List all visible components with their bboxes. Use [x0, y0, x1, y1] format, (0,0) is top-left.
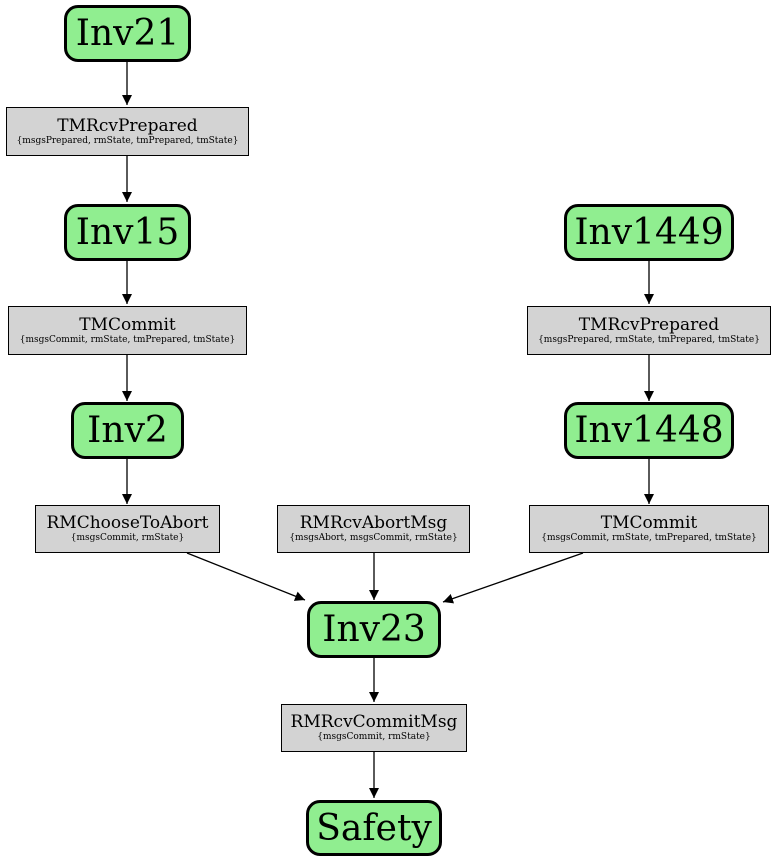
action-node-tmrcvprepared-left: TMRcvPrepared {msgsPrepared, rmState, tm…	[6, 107, 249, 156]
invariant-node-inv23: Inv23	[307, 601, 441, 658]
invariant-node-safety: Safety	[306, 800, 442, 856]
invariant-node-inv1449: Inv1449	[564, 204, 734, 261]
action-name: TMCommit	[79, 314, 176, 335]
edge-tmcommit-to-inv23	[442, 552, 584, 604]
action-vars: {msgsPrepared, rmState, tmPrepared, tmSt…	[16, 135, 239, 146]
action-vars: {msgsCommit, rmState, tmPrepared, tmStat…	[19, 334, 236, 345]
action-name: TMCommit	[600, 513, 698, 533]
action-node-tmrcvprepared-right: TMRcvPrepared {msgsPrepared, rmState, tm…	[527, 306, 771, 355]
edge-rmchoosetoabort-to-inv23	[186, 552, 306, 601]
invariant-node-inv15: Inv15	[64, 204, 191, 261]
action-name: RMRcvCommitMsg	[290, 712, 458, 732]
action-vars: {msgsPrepared, rmState, tmPrepared, tmSt…	[538, 334, 760, 345]
action-name: RMChooseToAbort	[46, 513, 209, 533]
action-node-rmrcvabortmsg: RMRcvAbortMsg {msgsAbort, msgsCommit, rm…	[277, 505, 470, 553]
action-node-rmchoosetoabort: RMChooseToAbort {msgsCommit, rmState}	[35, 505, 220, 553]
invariant-node-inv1448: Inv1448	[564, 402, 734, 459]
action-vars: {msgsCommit, rmState, tmPrepared, tmStat…	[541, 533, 757, 543]
action-node-tmcommit-left: TMCommit {msgsCommit, rmState, tmPrepare…	[8, 306, 247, 355]
action-vars: {msgsCommit, rmState}	[317, 732, 431, 742]
action-name: TMRcvPrepared	[578, 314, 720, 335]
action-node-tmcommit-right: TMCommit {msgsCommit, rmState, tmPrepare…	[529, 505, 769, 553]
invariant-node-inv2: Inv2	[71, 402, 184, 459]
action-vars: {msgsCommit, rmState}	[70, 533, 185, 543]
action-name: TMRcvPrepared	[57, 115, 198, 136]
invariant-node-inv21: Inv21	[64, 5, 191, 62]
action-node-rmrcvcommitmsg: RMRcvCommitMsg {msgsCommit, rmState}	[281, 704, 467, 752]
action-vars: {msgsAbort, msgsCommit, rmState}	[289, 533, 458, 543]
action-name: RMRcvAbortMsg	[299, 513, 448, 533]
